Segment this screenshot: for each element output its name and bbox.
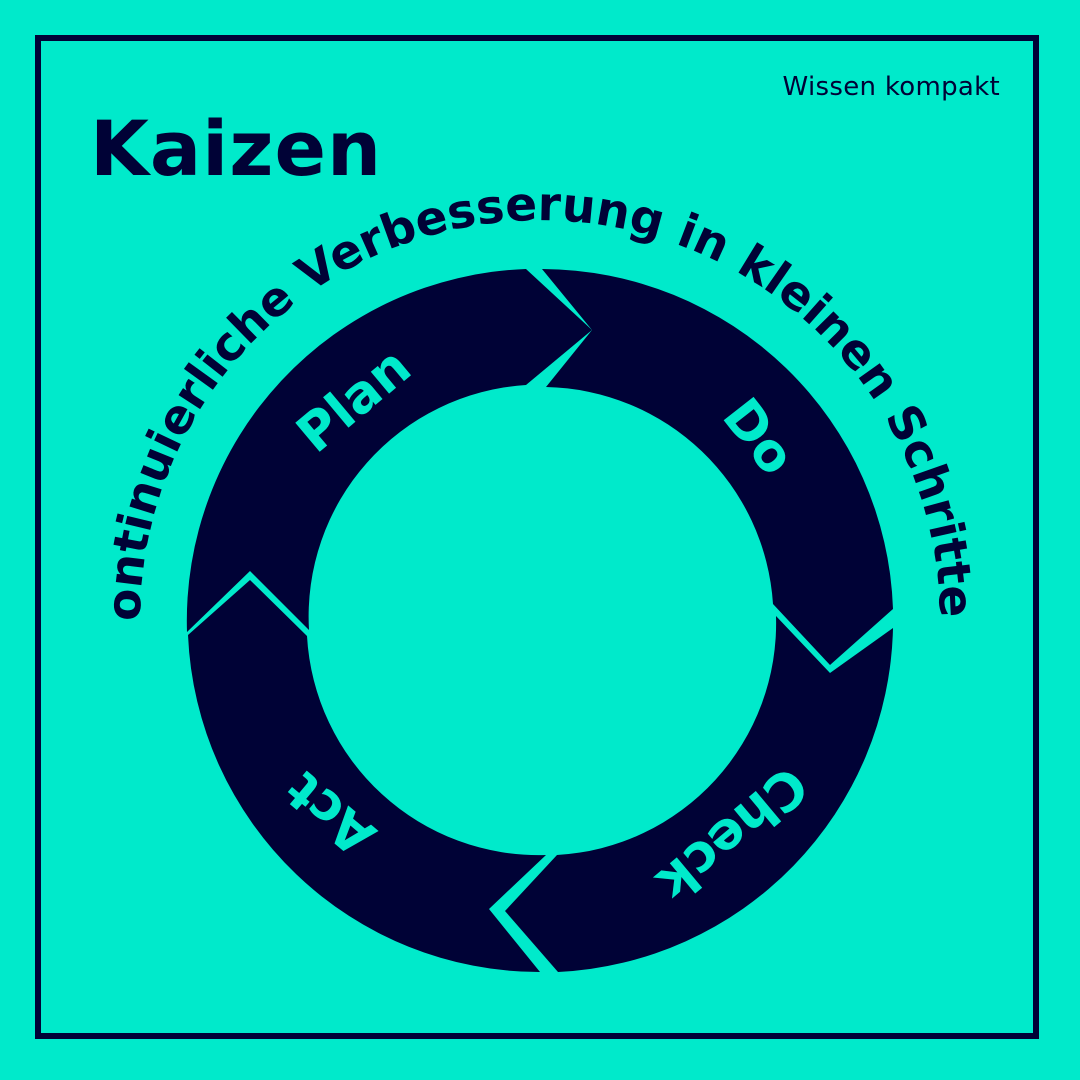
segment-do <box>542 269 893 665</box>
border-frame <box>35 35 1039 1039</box>
page-title: Kaizen <box>90 104 383 193</box>
segment-check <box>505 616 893 972</box>
segment-act <box>188 580 546 973</box>
segment-plan <box>186 269 592 632</box>
tagline: Wissen kompakt <box>782 72 1000 102</box>
